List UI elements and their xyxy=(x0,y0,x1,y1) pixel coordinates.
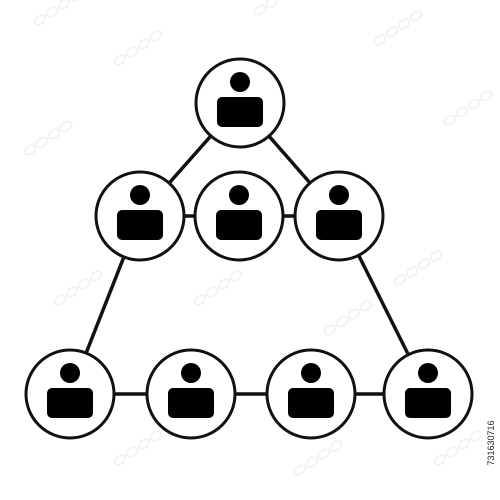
person-icon xyxy=(288,363,334,418)
node-bottom-2 xyxy=(145,348,237,440)
person-icon xyxy=(117,185,163,240)
person-nodes xyxy=(24,57,474,440)
node-bottom-3 xyxy=(265,348,357,440)
node-middle-left xyxy=(94,170,186,262)
node-middle-right xyxy=(293,170,385,262)
node-bottom-4 xyxy=(382,348,474,440)
node-middle-center xyxy=(193,170,285,262)
person-icon xyxy=(405,363,451,418)
node-bottom-1 xyxy=(24,348,116,440)
stock-id-label: 731630716 xyxy=(484,390,498,495)
person-icon xyxy=(316,185,362,240)
person-icon xyxy=(217,72,263,127)
node-top xyxy=(194,57,286,149)
person-icon xyxy=(168,363,214,418)
stock-id-text: 731630716 xyxy=(486,419,496,466)
person-icon xyxy=(47,363,93,418)
person-icon xyxy=(216,185,262,240)
